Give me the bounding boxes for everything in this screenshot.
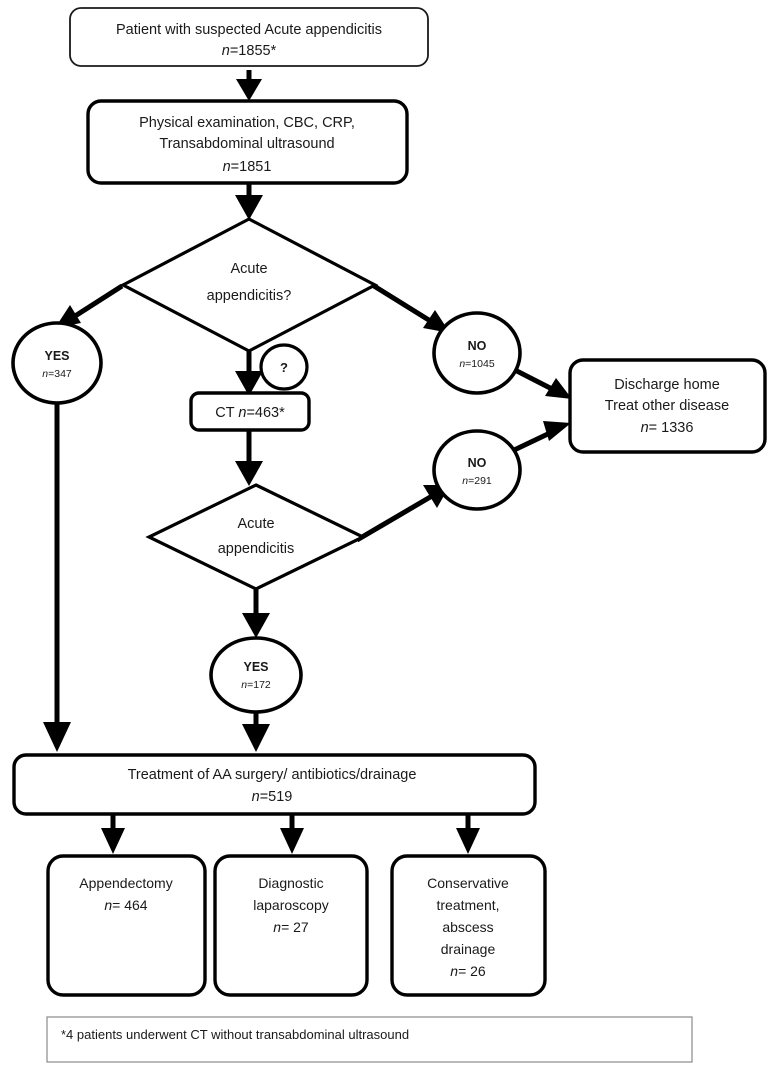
yes2-label: YES [243,660,268,674]
decision1-line1: Acute [230,261,267,277]
patient-label: Patient with suspected Acute appendiciti… [116,22,382,38]
edge-patient-to-workup [236,70,262,101]
footnote: *4 patients underwent CT without transab… [46,1016,693,1063]
ct-n-prefix: n [238,405,246,421]
decision2-line2: appendicitis [218,541,295,557]
laparoscopy-n-prefix: n [273,919,281,935]
footnote-text: *4 patients underwent CT without transab… [61,1027,409,1042]
conservative-line2: treatment, [436,897,499,913]
node-decision-acute-appendicitis-2: Acute appendicitis [145,483,367,591]
svg-text:n=1851: n=1851 [223,159,272,175]
edge-ct-to-decision2 [235,426,263,486]
edge-no2-to-discharge [508,421,571,455]
svg-text:n= 26: n= 26 [450,963,486,979]
treatment-n-value: =519 [260,789,293,805]
workup-line1: Physical examination, CBC, CRP, [139,115,355,131]
no1-n-prefix: n [459,358,465,370]
node-discharge-home: Discharge home Treat other disease n= 13… [568,358,767,454]
no2-n-value: =291 [468,475,492,487]
svg-text:n=1855*: n=1855* [222,43,277,59]
workup-line2: Transabdominal ultrasound [159,136,334,152]
edge-yes2-to-treatment [242,709,270,752]
conservative-n-value: = 26 [458,963,486,979]
appendectomy-label: Appendectomy [79,875,172,891]
node-diagnostic-laparoscopy: Diagnostic laparoscopy n= 27 [213,854,369,997]
node-treatment: Treatment of AA surgery/ antibiotics/dra… [12,753,537,816]
edge-decision1-to-no1 [372,283,450,333]
node-no-291: NO n=291 [432,429,522,511]
svg-text:n= 27: n= 27 [273,919,309,935]
conservative-n-prefix: n [450,963,458,979]
discharge-line1: Discharge home [614,377,720,393]
treatment-line1: Treatment of AA surgery/ antibiotics/dra… [128,767,417,783]
svg-text:n=172: n=172 [241,679,271,691]
svg-text:n= 1336: n= 1336 [641,420,694,436]
discharge-line2: Treat other disease [605,398,729,414]
patient-n-value: =1855* [230,43,277,59]
node-yes-347: YES n=347 [11,321,103,405]
svg-text:n= 464: n= 464 [104,897,147,913]
edge-decision2-to-no2 [355,485,450,543]
svg-text:CT n=463*: CT n=463* [215,405,285,421]
unknown-label: ? [280,360,288,375]
node-unknown-question: ? [259,343,309,391]
no2-label: NO [468,456,487,470]
no2-n-prefix: n [462,475,468,487]
ct-n-value: =463* [246,405,285,421]
yes1-n-prefix: n [42,368,48,380]
yes2-n-value: =172 [247,679,271,691]
workup-n-prefix: n [223,159,231,175]
edge-decision1-to-yes1 [55,283,124,328]
ct-prefix: CT [215,405,238,421]
conservative-line3: abscess [442,919,493,935]
conservative-line4: drainage [441,941,496,957]
no1-n-value: =1045 [465,358,495,370]
node-conservative-treatment: Conservative treatment, abscess drainage… [390,854,547,997]
yes1-label: YES [44,349,69,363]
node-yes-172: YES n=172 [209,636,303,714]
yes2-n-prefix: n [241,679,247,691]
conservative-line1: Conservative [427,875,509,891]
node-ct: CT n=463* [189,391,311,432]
node-appendectomy: Appendectomy n= 464 [46,854,207,997]
workup-n-value: =1851 [231,159,272,175]
edge-yes1-to-treatment [43,403,71,752]
decision1-line2: appendicitis? [207,288,292,304]
node-workup: Physical examination, CBC, CRP, Transabd… [86,99,409,185]
svg-text:n=1045: n=1045 [459,358,494,370]
node-no-1045: NO n=1045 [432,311,522,395]
svg-text:n=347: n=347 [42,368,72,380]
edge-treatment-to-appendectomy [101,814,125,854]
edge-no1-to-discharge [507,364,572,399]
no1-label: NO [468,339,487,353]
laparoscopy-line2: laparoscopy [253,897,329,913]
edge-treatment-to-conservative [456,814,480,854]
node-decision-acute-appendicitis-1: Acute appendicitis? [119,217,379,353]
treatment-n-prefix: n [252,789,260,805]
edge-workup-to-decision1 [235,183,263,220]
laparoscopy-n-value: = 27 [281,919,309,935]
patient-n-prefix: n [222,43,230,59]
laparoscopy-line1: Diagnostic [258,875,323,891]
node-patient: Patient with suspected Acute appendiciti… [69,7,429,67]
edge-treatment-to-laparoscopy [280,814,304,854]
discharge-n-value: = 1336 [649,420,694,436]
appendectomy-n-prefix: n [104,897,112,913]
svg-text:n=519: n=519 [252,789,293,805]
appendectomy-n-value: = 464 [112,897,148,913]
decision2-line1: Acute [237,516,274,532]
svg-text:n=291: n=291 [462,475,492,487]
discharge-n-prefix: n [641,420,649,436]
yes1-n-value: =347 [48,368,72,380]
